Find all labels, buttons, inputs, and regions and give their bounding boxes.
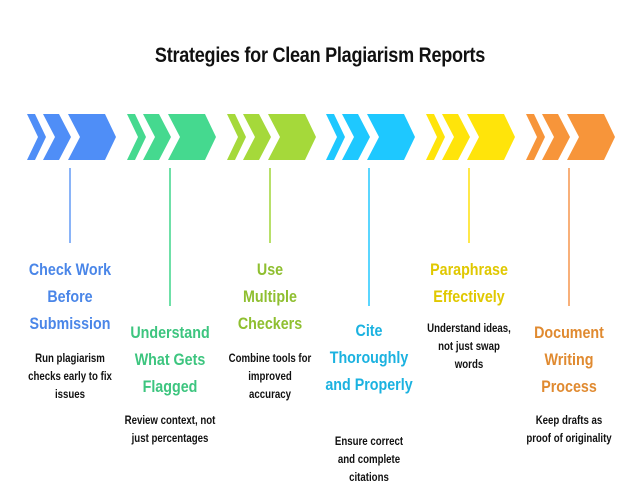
chevron-medium-icon: [342, 114, 370, 160]
chevron-small-icon: [227, 114, 246, 160]
step-description: Review context, not just percentages: [124, 415, 216, 445]
chevron-arrows-icon: [326, 114, 415, 160]
connector-line: [69, 168, 71, 243]
connector-line: [368, 168, 370, 306]
chevron-small-icon: [27, 114, 46, 160]
step-heading: Paraphrase Effectively: [430, 260, 508, 306]
chevron-small-icon: [326, 114, 345, 160]
step-heading: Check Work Before Submission: [28, 260, 112, 333]
step-description: Run plagiarism checks early to fix issue…: [28, 353, 112, 401]
chevron-small-icon: [127, 114, 146, 160]
connector-line: [169, 168, 171, 306]
page-title: Strategies for Clean Plagiarism Reports: [154, 44, 486, 67]
chevron-arrows-icon: [27, 114, 116, 160]
step-heading: Understand What Gets Flagged: [130, 323, 210, 396]
chevron-large-icon: [68, 114, 116, 160]
chevron-medium-icon: [143, 114, 171, 160]
chevron-large-icon: [168, 114, 216, 160]
chevron-large-icon: [268, 114, 316, 160]
chevron-small-icon: [426, 114, 445, 160]
chevron-small-icon: [526, 114, 545, 160]
chevron-medium-icon: [542, 114, 570, 160]
step-heading: Use Multiple Checkers: [237, 260, 303, 333]
connector-line: [468, 168, 470, 243]
chevron-large-icon: [467, 114, 515, 160]
chevron-arrows-icon: [227, 114, 316, 160]
connector-line: [568, 168, 570, 306]
step-description: Keep drafts as proof of originality: [526, 415, 612, 445]
step-heading: Cite Thoroughly and Properly: [325, 321, 413, 394]
chevron-large-icon: [567, 114, 615, 160]
chevron-arrows-icon: [426, 114, 515, 160]
chevron-large-icon: [367, 114, 415, 160]
connector-line: [269, 168, 271, 243]
chevron-medium-icon: [43, 114, 71, 160]
step-heading: Document Writing Process: [534, 323, 604, 396]
chevron-medium-icon: [442, 114, 470, 160]
step-description: Ensure correct and complete citations: [334, 436, 404, 484]
chevron-medium-icon: [243, 114, 271, 160]
step-description: Understand ideas, not just swap words: [427, 323, 511, 371]
chevron-arrows-icon: [526, 114, 615, 160]
chevron-arrows-icon: [127, 114, 216, 160]
step-description: Combine tools for improved accuracy: [228, 353, 312, 401]
